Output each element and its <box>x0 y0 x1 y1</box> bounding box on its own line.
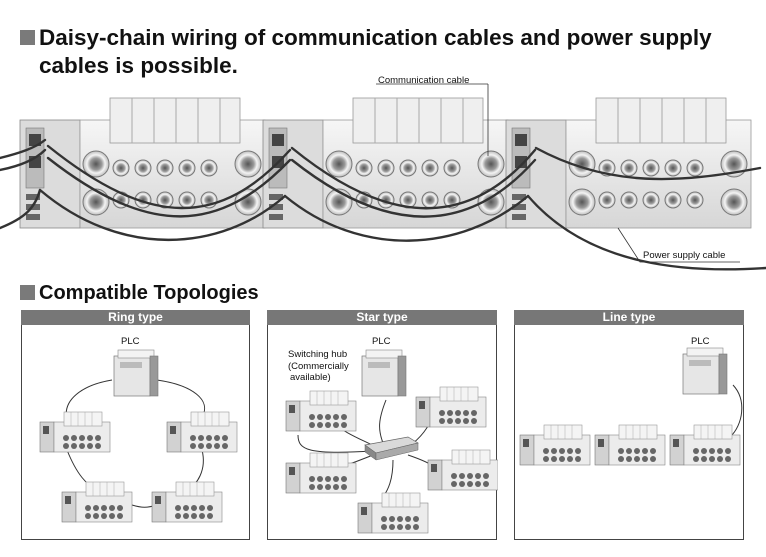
manifold-icon <box>61 481 133 523</box>
communication-cable-label: Communication cable <box>378 75 470 86</box>
manifold-icon <box>415 386 487 428</box>
plc-icon <box>361 349 407 397</box>
manifold-icon <box>285 452 357 494</box>
line-type-panel: PLC <box>514 325 744 540</box>
ring-type-panel: PLC <box>21 325 250 540</box>
topologies-heading: Compatible Topologies <box>20 281 259 305</box>
switching-hub-label: Switching hub <box>288 349 348 360</box>
plc-label: PLC <box>372 336 391 347</box>
manifold-icon <box>39 411 111 453</box>
manifold-icon <box>427 449 498 491</box>
ring-topology-diagram <box>39 349 238 523</box>
manifold-unit-1 <box>19 97 266 229</box>
manifold-icon <box>285 390 357 432</box>
switching-hub-label-line2: (Commercially <box>288 361 349 372</box>
main-heading: Daisy-chain wiring of communication cabl… <box>20 24 739 80</box>
power-supply-cable-label: Power supply cable <box>643 250 726 261</box>
daisy-chain-illustration <box>0 83 766 271</box>
topologies-heading-text: Compatible Topologies <box>39 282 259 304</box>
main-heading-text: Daisy-chain wiring of communication cabl… <box>39 25 712 78</box>
star-type-panel: PLC Switching hub (Commercially availabl… <box>267 325 498 540</box>
manifold-icon <box>166 411 238 453</box>
star-type-header: Star type <box>267 310 497 325</box>
star-type-title: Star type <box>356 310 408 324</box>
star-topology-diagram <box>285 349 498 534</box>
heading-square-icon <box>20 30 35 45</box>
manifold-icon <box>669 424 741 466</box>
switching-hub-label-line3: available) <box>290 372 331 383</box>
manifold-icon <box>357 492 429 534</box>
switching-hub-icon <box>364 436 419 461</box>
line-topology-diagram <box>519 347 743 466</box>
plc-icon <box>113 349 159 397</box>
manifold-icon <box>594 424 666 466</box>
manifold-icon <box>151 481 223 523</box>
line-type-header: Line type <box>514 310 744 325</box>
line-type-title: Line type <box>602 310 656 324</box>
manifold-icon <box>519 424 591 466</box>
ring-type-header: Ring type <box>21 310 250 325</box>
manifold-unit-3 <box>505 97 752 229</box>
ring-type-title: Ring type <box>108 310 163 324</box>
plc-label: PLC <box>121 336 140 347</box>
plc-icon <box>682 347 728 395</box>
heading-square-icon <box>20 285 35 300</box>
plc-label: PLC <box>691 336 710 347</box>
